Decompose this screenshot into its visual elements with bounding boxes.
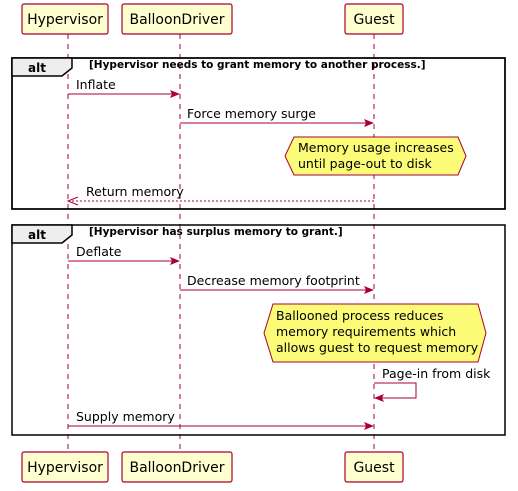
alt-frame-1: alt [Hypervisor needs to grant memory to… (11, 57, 506, 210)
note-line: Memory usage increases (298, 140, 454, 155)
participant-label: Guest (353, 460, 395, 476)
message-label: Supply memory (76, 409, 175, 424)
participant-balloondriver-top: BalloonDriver (121, 3, 233, 35)
note-line: until page-out to disk (298, 156, 433, 171)
note-line: memory requirements which (276, 324, 456, 339)
participant-guest-bottom: Guest (344, 451, 404, 483)
message-label: Deflate (76, 244, 122, 259)
message-supply-memory: Supply memory (68, 409, 374, 430)
participant-hypervisor-bottom: Hypervisor (21, 451, 109, 483)
message-label: Inflate (76, 77, 116, 92)
note-ballooned-process: Ballooned process reduces memory require… (263, 303, 487, 363)
participant-label: Guest (353, 12, 395, 28)
participant-hypervisor-top: Hypervisor (21, 3, 109, 35)
message-label: Force memory surge (187, 106, 316, 121)
participant-guest-top: Guest (344, 3, 404, 35)
message-page-in-from-disk: Page-in from disk (374, 366, 491, 402)
message-label: Return memory (86, 184, 184, 199)
alt-condition: [Hypervisor needs to grant memory to ano… (89, 59, 426, 71)
message-force-memory-surge: Force memory surge (180, 106, 374, 127)
alt-condition: [Hypervisor has surplus memory to grant.… (89, 226, 343, 238)
participant-label: BalloonDriver (129, 460, 224, 476)
participant-label: Hypervisor (27, 12, 103, 28)
note-line: allows guest to request memory (276, 340, 479, 355)
participant-label: BalloonDriver (129, 12, 224, 28)
message-deflate: Deflate (68, 244, 180, 265)
message-return-memory: Return memory (66, 184, 374, 206)
participant-label: Hypervisor (27, 460, 103, 476)
message-label: Decrease memory footprint (187, 273, 360, 288)
participant-balloondriver-bottom: BalloonDriver (121, 451, 233, 483)
alt-frame-2: alt [Hypervisor has surplus memory to gr… (11, 224, 506, 436)
message-decrease-memory-footprint: Decrease memory footprint (180, 273, 374, 294)
message-inflate: Inflate (68, 77, 180, 98)
note-line: Ballooned process reduces (276, 308, 444, 323)
alt-keyword: alt (28, 61, 46, 75)
message-label: Page-in from disk (382, 366, 491, 381)
note-memory-usage: Memory usage increases until page-out to… (284, 136, 467, 176)
alt-keyword: alt (28, 228, 46, 242)
